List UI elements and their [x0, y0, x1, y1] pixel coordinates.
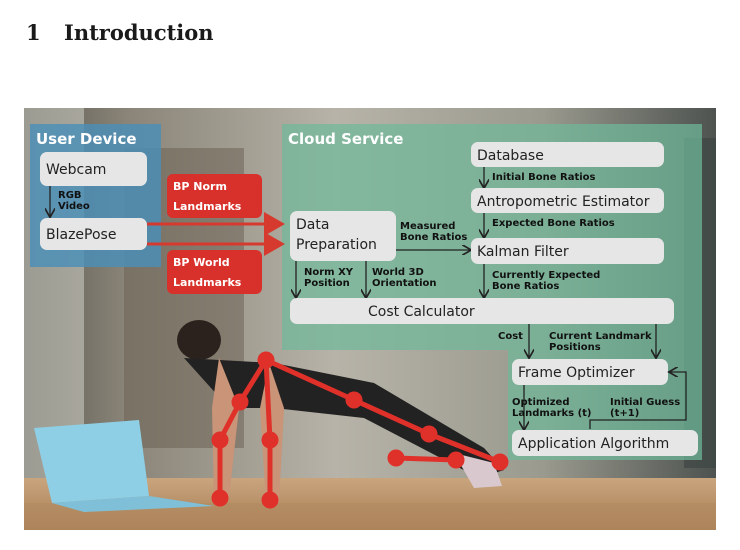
edge-initial-guess-line1: Initial Guess: [610, 397, 680, 408]
blazepose-node: [40, 218, 147, 250]
bp-world-line1: BP World: [173, 256, 230, 269]
frame-optimizer-node: [512, 359, 668, 385]
edge-currently-expected-line2: Bone Ratios: [492, 281, 559, 292]
edge-currently-expected-line1: Currently Expected: [492, 270, 600, 281]
edge-norm-xy-line2: Position: [304, 278, 350, 289]
initial-guess-feedback-arrow: [589, 372, 687, 429]
edge-initial-guess-line2: (t+1): [610, 408, 639, 419]
edge-current-landmark-line1: Current Landmark: [549, 331, 652, 342]
pose-skeleton-overlay: [211, 351, 509, 509]
section-heading: 1 Introduction: [26, 20, 214, 45]
cost-calculator-label: Cost Calculator: [368, 304, 475, 320]
edge-optimized-line1: Optimized: [512, 397, 569, 408]
figure-pose-pipeline: User Device Webcam RGB Video BlazePose C…: [24, 108, 716, 530]
application-algorithm-node: [512, 430, 698, 456]
edge-initial-bone-ratios: Initial Bone Ratios: [492, 172, 596, 183]
kalman-filter-node: [471, 238, 664, 264]
estimator-node: [471, 188, 664, 213]
bp-world-line2: Landmarks: [173, 276, 242, 289]
bp-norm-box: [167, 174, 262, 218]
frame-optimizer-label: Frame Optimizer: [518, 365, 635, 381]
edge-world-3d-line2: Orientation: [372, 278, 437, 289]
webcam-node: [40, 152, 147, 186]
data-preparation-line1: Data: [296, 217, 329, 233]
blazepose-label: BlazePose: [46, 227, 116, 243]
section-title: Introduction: [64, 20, 214, 45]
user-device-title: User Device: [36, 130, 137, 148]
edge-world-3d-line1: World 3D: [372, 267, 424, 278]
cost-calculator-node: [290, 298, 674, 324]
edge-measured-line1: Measured: [400, 221, 455, 232]
edge-measured-line2: Bone Ratios: [400, 232, 467, 243]
webcam-label: Webcam: [46, 162, 106, 178]
bp-world-box: [167, 250, 262, 294]
kalman-filter-label: Kalman Filter: [477, 244, 569, 260]
edge-expected-bone-ratios: Expected Bone Ratios: [492, 218, 615, 229]
section-number: 1: [26, 20, 41, 45]
database-label: Database: [477, 148, 544, 164]
edge-norm-xy-line1: Norm XY: [304, 267, 354, 278]
edge-optimized-line2: Landmarks (t): [512, 408, 592, 419]
estimator-label: Antropometric Estimator: [477, 194, 650, 210]
edge-cost-label: Cost: [498, 331, 523, 342]
edge-rgb-line1: RGB: [58, 190, 82, 201]
database-node: [471, 142, 664, 167]
bp-norm-line1: BP Norm: [173, 180, 227, 193]
edge-current-landmark-line2: Positions: [549, 342, 601, 353]
edge-rgb-line2: Video: [58, 201, 90, 212]
data-preparation-node: [290, 211, 396, 261]
application-algorithm-label: Application Algorithm: [518, 436, 669, 452]
data-preparation-line2: Preparation: [296, 237, 377, 253]
cloud-service-title: Cloud Service: [288, 130, 403, 148]
bp-norm-line2: Landmarks: [173, 200, 242, 213]
